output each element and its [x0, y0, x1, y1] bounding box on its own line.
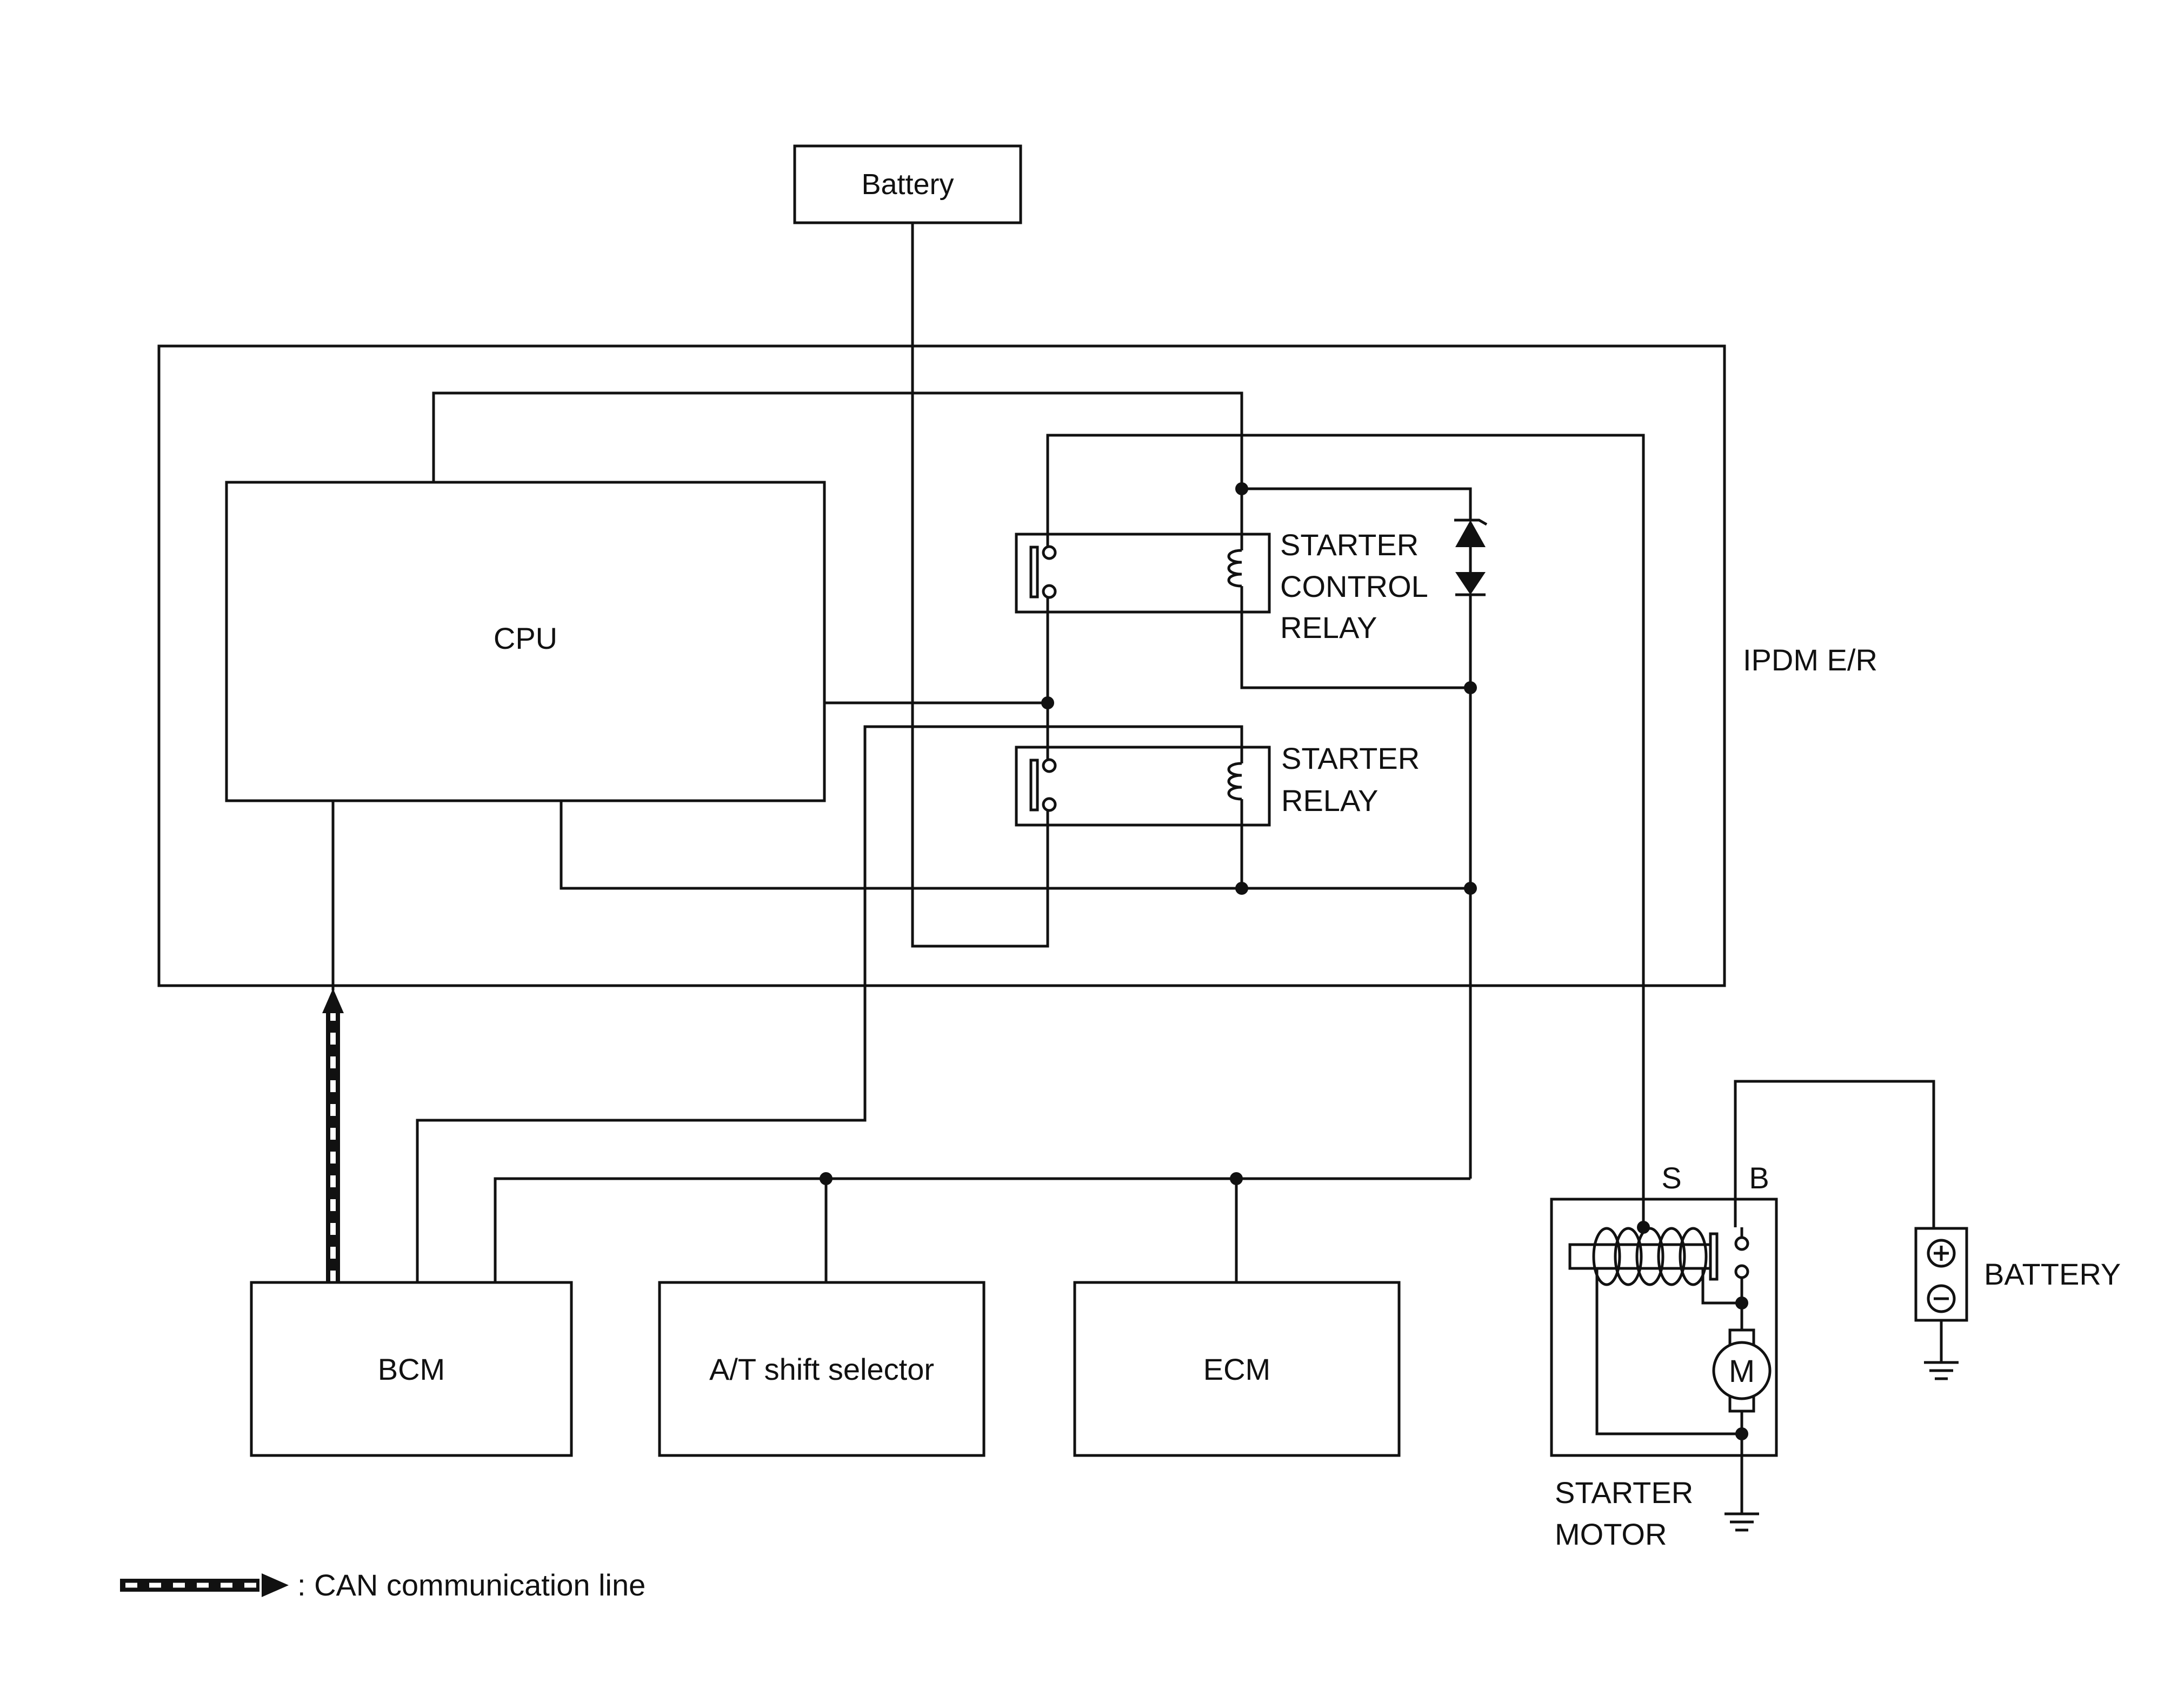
bcm-box	[250, 1281, 573, 1457]
plunger-contact	[1709, 1232, 1719, 1281]
coil-return-wire	[1595, 1268, 1742, 1435]
starter-relay-label-2: RELAY	[1281, 783, 1378, 817]
relay-contact	[1042, 584, 1057, 599]
at-shift-selector-label: A/T shift selector	[709, 1352, 934, 1386]
coil-icon	[1227, 747, 1243, 825]
ecm-block: ECM	[1073, 1281, 1401, 1457]
starter-motor-label-1: STARTER	[1555, 1475, 1693, 1510]
junction-dot	[1235, 482, 1248, 495]
motor-icon	[1712, 1341, 1772, 1400]
ground-icon	[1924, 1361, 1959, 1380]
terminal-contact	[1734, 1264, 1749, 1279]
bcm-label: BCM	[378, 1352, 445, 1386]
bcm-to-starter-coil-wire	[416, 725, 1243, 1282]
battery-feed-wire	[911, 223, 1049, 948]
coil-icon	[1227, 534, 1243, 612]
arrow-head-icon	[322, 988, 344, 1013]
junction-dot	[1637, 1221, 1650, 1234]
cpu-block: CPU	[225, 481, 826, 802]
ipdm-label: IPDM E/R	[1743, 643, 1877, 677]
ecm-label: ECM	[1203, 1352, 1270, 1386]
bcm-block: BCM	[250, 1281, 573, 1457]
terminal-contact	[1734, 1236, 1749, 1251]
diode-icon	[1454, 518, 1488, 596]
cpu-label: CPU	[494, 621, 557, 655]
starter-relay: STARTER RELAY	[1015, 741, 1420, 827]
junction-dot	[1735, 1427, 1748, 1440]
ecm-box	[1073, 1281, 1401, 1457]
starter-s-wire	[1046, 434, 1645, 1227]
ground-icon	[1724, 1512, 1759, 1532]
cpu-box	[225, 481, 826, 802]
solenoid-coil-icon	[1592, 1227, 1708, 1286]
wiring	[331, 223, 1935, 1282]
ipdm-box	[157, 344, 1726, 987]
battery-symbol: BATTERY	[1914, 1227, 2121, 1380]
cpu-bottom-wire	[560, 801, 1470, 890]
starter-relay-label-1: STARTER	[1281, 741, 1420, 775]
junction-dot	[820, 1172, 833, 1185]
starter-motor-box	[1550, 1198, 1778, 1457]
junction-dot	[1464, 882, 1477, 895]
control-relay-box	[1015, 533, 1271, 614]
battery-case	[1914, 1227, 1968, 1322]
diode-top-wire	[1242, 487, 1472, 520]
relay-contact	[1042, 545, 1057, 560]
relay-contact	[1042, 797, 1057, 812]
starter-motor-label-2: MOTOR	[1555, 1517, 1667, 1551]
battery-box	[793, 144, 1022, 224]
junction-dot	[1235, 882, 1248, 895]
minus-icon	[1927, 1284, 1956, 1313]
control-relay-label-1: STARTER	[1280, 528, 1419, 562]
battery-symbol-label: BATTERY	[1984, 1257, 2121, 1291]
junction-dot	[1464, 681, 1477, 694]
starter-control-relay: STARTER CONTROL RELAY	[1015, 528, 1428, 644]
motor-symbol: M	[1729, 1354, 1755, 1389]
junction-dot	[1735, 1297, 1748, 1309]
at-shift-selector-box	[658, 1281, 986, 1457]
relay-contact-bar	[1029, 759, 1039, 812]
battery-label: Battery	[861, 168, 954, 201]
legend-arrow-icon	[262, 1573, 289, 1597]
plus-icon	[1927, 1239, 1956, 1268]
legend: : CAN communication line	[120, 1568, 645, 1602]
starter-b-wire	[1734, 1080, 1935, 1228]
terminal-b-label: B	[1749, 1161, 1769, 1195]
terminal-s-label: S	[1661, 1161, 1681, 1195]
at-shift-selector-block: A/T shift selector	[658, 1281, 986, 1457]
legend-label: : CAN communication line	[297, 1568, 645, 1602]
relay-contact	[1042, 758, 1057, 773]
plunger-wire	[1701, 1268, 1742, 1305]
junction-dot	[1041, 696, 1054, 709]
starter-relay-box	[1015, 746, 1271, 827]
starter-motor: S B M STARTER MOTOR	[1550, 1161, 1778, 1551]
module-bus-wire	[494, 1177, 1470, 1282]
control-relay-label-3: RELAY	[1280, 610, 1377, 644]
relay-contact-bar	[1029, 546, 1039, 599]
control-relay-label-2: CONTROL	[1280, 569, 1428, 603]
battery-block: Battery	[793, 144, 1022, 224]
control-coil-return-wire	[1240, 597, 1470, 689]
cpu-to-control-coil-wire	[432, 391, 1243, 549]
junctions	[820, 482, 1477, 1185]
junction-dot	[1230, 1172, 1243, 1185]
can-arrow	[322, 988, 344, 1282]
